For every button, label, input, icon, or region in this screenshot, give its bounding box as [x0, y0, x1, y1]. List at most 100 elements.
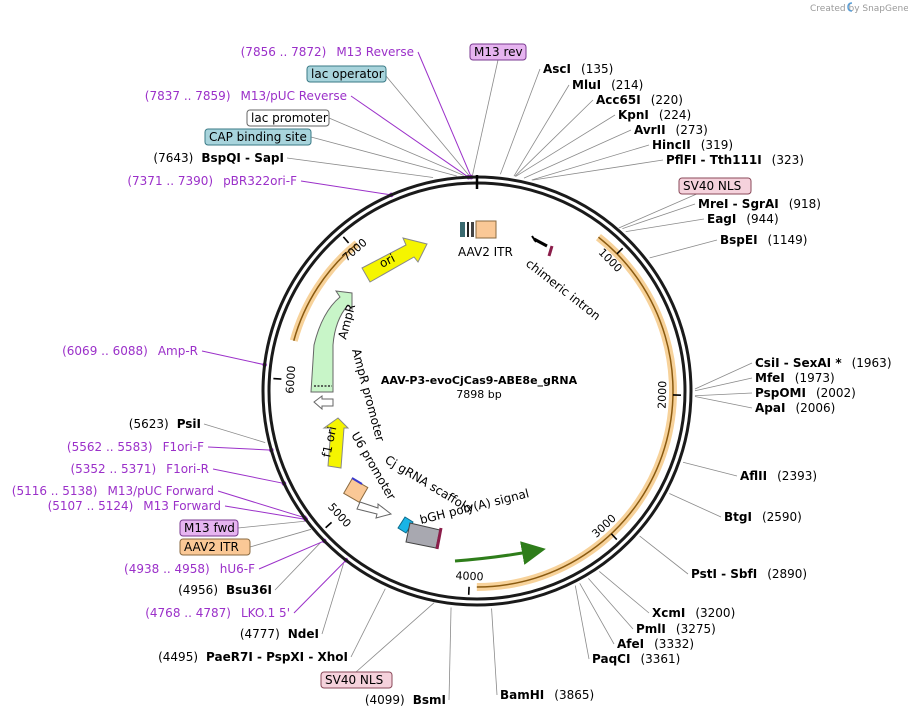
tick-mark-5000 [325, 521, 333, 529]
svg-text:(7856 .. 7872): (7856 .. 7872) [241, 45, 327, 59]
feature-ampr-arrow [310, 290, 353, 393]
boxed-label-aav2-itr[interactable]: AAV2 ITR [179, 538, 251, 556]
svg-text:(4777): (4777) [240, 627, 280, 641]
svg-text:(5116 .. 5138): (5116 .. 5138) [12, 484, 98, 498]
tick-label-7000: 7000 [340, 236, 370, 264]
enzyme-label-left-1[interactable]: PsiI(5623) [129, 417, 201, 431]
feature-chimeric-intron [531, 235, 554, 257]
svg-text:(1963): (1963) [852, 356, 892, 370]
enzyme-label-right-1[interactable]: MluI(214) [572, 78, 643, 92]
enzyme-label-right-4[interactable]: AvrII(273) [634, 123, 708, 137]
primer-label-9[interactable]: LKO.1 5'(4768 .. 4787) [145, 606, 290, 620]
enzyme-label-right-0[interactable]: AscI(135) [543, 62, 613, 76]
primer-label-8[interactable]: hU6-F(4938 .. 4958) [124, 562, 255, 576]
svg-text:(319): (319) [701, 138, 733, 152]
tick-mark-3000 [610, 533, 618, 541]
svg-text:(6069 .. 6088): (6069 .. 6088) [62, 344, 148, 358]
feature-itr-bottom [343, 477, 369, 503]
tick-label-4000: 4000 [455, 569, 484, 583]
primer-label-6[interactable]: M13/pUC Forward(5116 .. 5138) [12, 484, 214, 498]
svg-text:EagI: EagI [707, 212, 736, 226]
boxed-label-m13-fwd[interactable]: M13 fwd [179, 519, 239, 537]
enzyme-label-right-3[interactable]: KpnI(224) [618, 108, 691, 122]
feature-f1ori-arrow [322, 417, 350, 469]
enzyme-label-right-21[interactable]: BamHI(3865) [500, 688, 594, 702]
boxed-label-lac-promoter[interactable]: lac promoter [246, 109, 330, 127]
enzyme-label-right-19[interactable]: AfeI(3332) [617, 637, 694, 651]
svg-text:BspQI - SapI: BspQI - SapI [201, 151, 284, 165]
enzyme-label-right-12[interactable]: PspOMI(2002) [755, 386, 856, 400]
primer-label-4[interactable]: F1ori-F(5562 .. 5583) [67, 440, 204, 454]
svg-text:(1149): (1149) [768, 233, 808, 247]
svg-text:(3275): (3275) [676, 622, 716, 636]
svg-text:PspOMI: PspOMI [755, 386, 806, 400]
enzyme-label-right-16[interactable]: PstI - SbfI(2890) [691, 567, 807, 581]
enzyme-label-left-3[interactable]: NdeI (4777) [240, 627, 319, 641]
svg-text:(4495): (4495) [158, 650, 198, 664]
svg-text:(220): (220) [651, 93, 683, 107]
svg-text:PflFI - Tth111I: PflFI - Tth111I [666, 153, 762, 167]
enzyme-label-right-17[interactable]: XcmI(3200) [652, 606, 735, 620]
enzyme-label-right-14[interactable]: AflII(2393) [740, 469, 817, 483]
svg-text:lac operator: lac operator [311, 67, 384, 81]
feature-label-aav2-itr: AAV2 ITR [458, 245, 513, 259]
enzyme-label-right-7[interactable]: MreI - SgrAI(918) [698, 197, 821, 211]
enzyme-label-left-5[interactable]: BsmI(4099) [365, 693, 446, 707]
enzyme-label-left-0[interactable]: BspQI - SapI(7643) [153, 151, 284, 165]
feature-label-ori: ori [377, 251, 397, 271]
enzyme-label-right-15[interactable]: BtgI(2590) [724, 510, 802, 524]
svg-text:(2590): (2590) [762, 510, 802, 524]
feature-label-chimeric-intron: chimeric intron [523, 256, 603, 323]
primer-label-5[interactable]: F1ori-R(5352 .. 5371) [70, 462, 209, 476]
boxed-label-sv40-nls-top[interactable]: SV40 NLS [678, 177, 752, 195]
enzyme-label-right-20[interactable]: PaqCI(3361) [592, 652, 680, 666]
svg-text:SV40 NLS: SV40 NLS [683, 179, 741, 193]
enzyme-label-right-2[interactable]: Acc65I (220) [596, 93, 683, 107]
svg-text:(5352 .. 5371): (5352 .. 5371) [70, 462, 156, 476]
svg-text:NdeI: NdeI [288, 627, 319, 641]
svg-text:Amp-R: Amp-R [158, 344, 198, 358]
feature-label-f1-ori: f1 ori [319, 425, 339, 459]
primer-label-1[interactable]: M13/pUC Reverse(7837 .. 7859) [145, 89, 347, 103]
boxed-label-lac-operator[interactable]: lac operator [306, 65, 387, 83]
svg-text:(4099): (4099) [365, 693, 405, 707]
credit-text: Created by SnapGene [810, 4, 908, 14]
enzyme-label-right-6[interactable]: PflFI - Tth111I(323) [666, 153, 804, 167]
svg-text:(4768 .. 4787): (4768 .. 4787) [145, 606, 231, 620]
snapgene-logo-icon [847, 2, 853, 12]
svg-text:Acc65I: Acc65I [596, 93, 641, 107]
svg-text:(214): (214) [611, 78, 643, 92]
enzyme-label-right-10[interactable]: CsiI - SexAI *(1963) [755, 356, 892, 370]
svg-text:(135): (135) [581, 62, 613, 76]
enzyme-label-right-18[interactable]: PmlI(3275) [636, 622, 716, 636]
svg-text:(7371 .. 7390): (7371 .. 7390) [127, 174, 213, 188]
svg-text:Bsu36I: Bsu36I [226, 583, 272, 597]
svg-text:(3332): (3332) [654, 637, 694, 651]
primer-label-2[interactable]: pBR322ori-F(7371 .. 7390) [127, 174, 297, 188]
enzyme-label-left-2[interactable]: Bsu36I(4956) [178, 583, 272, 597]
primer-label-0[interactable]: M13 Reverse (7856 .. 7872) [241, 45, 414, 59]
svg-text:PaqCI: PaqCI [592, 652, 630, 666]
enzyme-label-right-11[interactable]: MfeI(1973) [755, 371, 835, 385]
svg-text:(4938 .. 4958): (4938 .. 4958) [124, 562, 210, 576]
tick-label-6000: 6000 [284, 365, 299, 394]
primer-label-3[interactable]: Amp-R (6069 .. 6088) [62, 344, 198, 358]
green-arrow-feature [454, 541, 546, 565]
primer-label-7[interactable]: M13 Forward(5107 .. 5124) [48, 499, 221, 513]
feature-bgh-polya-arrow [405, 522, 443, 550]
enzyme-label-right-13[interactable]: ApaI(2006) [755, 401, 835, 415]
svg-text:CAP binding site: CAP binding site [209, 130, 307, 144]
boxed-label-m13-rev[interactable]: M13 rev [469, 43, 527, 61]
svg-text:(944): (944) [746, 212, 778, 226]
enzyme-label-right-9[interactable]: BspEI(1149) [720, 233, 807, 247]
svg-text:(3200): (3200) [695, 606, 735, 620]
svg-text:M13 Reverse: M13 Reverse [336, 45, 414, 59]
enzyme-label-right-5[interactable]: HincII (319) [652, 138, 733, 152]
enzyme-label-left-4[interactable]: PaeR7I - PspXI - XhoI(4495) [158, 650, 348, 664]
boxed-label-cap-binding-site[interactable]: CAP binding site [204, 128, 312, 146]
svg-text:(5623): (5623) [129, 417, 169, 431]
svg-text:HincII: HincII [652, 138, 691, 152]
enzyme-label-right-8[interactable]: EagI (944) [707, 212, 779, 226]
boxed-label-sv40-nls-bottom[interactable]: SV40 NLS [320, 671, 393, 689]
